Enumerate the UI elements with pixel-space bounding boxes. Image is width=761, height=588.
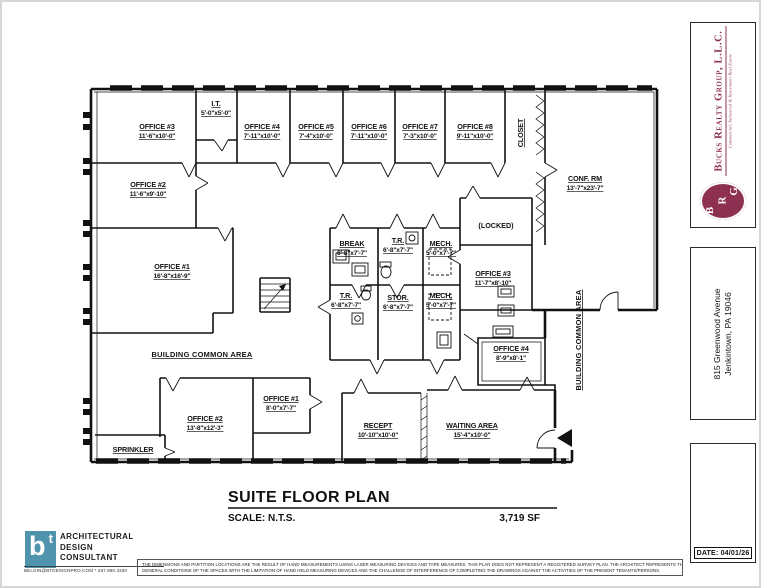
svg-text:5'-0"x5'-0": 5'-0"x5'-0": [201, 110, 231, 117]
room-label-break: BREAK: [339, 239, 365, 248]
room-label-locked: (LOCKED): [478, 221, 514, 230]
room-label-office3-mid: OFFICE #3: [475, 269, 511, 278]
svg-text:9'-11"x10'-0": 9'-11"x10'-0": [457, 133, 494, 140]
svg-text:11'-6"x9'-10": 11'-6"x9'-10": [130, 191, 167, 198]
svg-text:11'-7"x8'-10": 11'-7"x8'-10": [475, 280, 512, 287]
svg-text:7'-11"x10'-0": 7'-11"x10'-0": [351, 133, 388, 140]
room-labels: OFFICE #3 11'-6"x10'-0" I.T. 5'-0"x5'-0"…: [113, 99, 604, 454]
svg-text:8'-0"x7'-7": 8'-0"x7'-7": [266, 405, 296, 412]
project-address-line1: 815 Greenwood Avenue: [712, 288, 722, 380]
room-label-office3-top: OFFICE #3: [139, 122, 175, 131]
svg-text:6'-8"x7'-7": 6'-8"x7'-7": [337, 250, 367, 257]
svg-text:5'-0"x7'-7": 5'-0"x7'-7": [426, 250, 456, 257]
room-label-it: I.T.: [211, 99, 220, 108]
stairs-arrowhead: [279, 284, 286, 291]
company-tagline: Commercial, Industrial & Investment Real…: [725, 26, 733, 176]
room-label-sprinkler: SPRINKLER: [113, 445, 155, 454]
project-address-line2: Jenkintown, PA 19046: [723, 292, 733, 376]
consultant-title: ARCHITECTURAL DESIGN CONSULTANT: [60, 532, 134, 564]
cabinet: [497, 285, 515, 298]
interior-walls: [91, 89, 556, 462]
svg-text:13'-8"x12'-3": 13'-8"x12'-3": [187, 425, 224, 432]
svg-text:10'-10"x10'-0": 10'-10"x10'-0": [358, 432, 398, 439]
room-label-office1-bottom: OFFICE #1: [263, 394, 299, 403]
door-swings: [164, 139, 619, 457]
room-label-recept: RECEPT: [364, 421, 393, 430]
drawing-title: SUITE FLOOR PLAN: [228, 489, 390, 506]
svg-text:6'-8"x7'-7": 6'-8"x7'-7": [331, 302, 361, 309]
tr-bottom-toilet-tank: [360, 285, 372, 292]
closet-zigzag: [535, 94, 545, 156]
bt-logo-letter-t: t: [48, 531, 53, 546]
brg-letter-r: R: [716, 196, 729, 205]
bt-logo-letter-b: b: [29, 531, 46, 561]
date-stamp: DATE: 04/01/26: [694, 547, 752, 559]
room-label-office5: OFFICE #5: [298, 122, 334, 131]
tr-top-toilet-tank: [379, 261, 392, 268]
room-label-tr-top: T.R.: [392, 236, 404, 245]
tr-bottom-toilet: [361, 289, 371, 301]
room-label-mech-top: MECH.: [430, 239, 453, 248]
label-building-common-left: BUILDING COMMON AREA: [152, 350, 253, 359]
room-label-tr-bottom: T.R.: [340, 291, 352, 300]
consultant-line2: DESIGN: [60, 542, 94, 552]
company-name: Bucks Realty Group, L.L.C.: [713, 30, 725, 172]
tr-top-toilet: [380, 265, 392, 279]
room-label-mech-bottom: MECH.: [430, 291, 453, 300]
brg-letter-b: B: [704, 206, 717, 215]
room-label-conf-rm: CONF. RM: [568, 174, 602, 183]
room-label-office2-bottom: OFFICE #2: [187, 414, 223, 423]
room-label-waiting: WAITING AREA: [446, 421, 498, 430]
svg-text:11'-6"x10'-0": 11'-6"x10'-0": [139, 133, 176, 140]
room-label-office8: OFFICE #8: [457, 122, 493, 131]
svg-text:16'-8"x16'-9": 16'-8"x16'-9": [154, 273, 191, 280]
sidebar-company-box: Bucks Realty Group, L.L.C. Commercial, I…: [690, 22, 756, 228]
consultant-line1: ARCHITECTURAL: [60, 532, 134, 541]
svg-text:7'-11"x10'-0": 7'-11"x10'-0": [244, 133, 281, 140]
room-label-office4-top: OFFICE #4: [244, 122, 280, 131]
wall-hatching: [96, 85, 652, 464]
room-label-office1-left: OFFICE #1: [154, 262, 190, 271]
brg-letter-g: G: [728, 187, 741, 196]
consultant-contact: BELGIN@BTDESIGNPRO.COM * 267.980.3330: [24, 566, 164, 573]
entry-arrow: [557, 429, 572, 447]
area-value: 3,719 SF: [499, 513, 540, 524]
svg-text:7'-4"x10'-0": 7'-4"x10'-0": [299, 133, 332, 140]
disclaimer-line1: THE DIMENSIONS AND PARTITION LOCATIONS A…: [142, 562, 683, 567]
mech-bottom-unit: [428, 293, 452, 321]
svg-text:6'-8"x7'-7": 6'-8"x7'-7": [383, 247, 413, 254]
room-label-stor: STOR.: [387, 293, 408, 302]
label-building-common-right: BUILDING COMMON AREA: [574, 289, 583, 390]
svg-text:15'-4"x10'-0": 15'-4"x10'-0": [454, 432, 491, 439]
cabinet: [492, 325, 514, 338]
room-label-office2-topleft: OFFICE #2: [130, 180, 166, 189]
sidebar-address-box: 815 Greenwood Avenue Jenkintown, PA 1904…: [690, 247, 756, 420]
tr-bottom-sink: [351, 312, 364, 325]
cabinet: [497, 304, 515, 317]
svg-text:6'-8"x7'-7": 6'-8"x7'-7": [383, 304, 413, 311]
tr-top-sink: [405, 231, 419, 245]
disclaimer-line2: GENERAL CONDITIONS OF THE SPACES WITH TH…: [142, 567, 661, 573]
fixtures: [332, 231, 515, 349]
room-label-office6: OFFICE #6: [351, 122, 387, 131]
svg-text:7'-3"x10'-0": 7'-3"x10'-0": [403, 133, 436, 140]
room-label-closet: CLOSET: [516, 118, 525, 147]
svg-text:8'-9"x8'-1": 8'-9"x8'-1": [496, 355, 526, 362]
mech-top-unit: [428, 248, 452, 276]
svg-text:13'-7"x23'-7": 13'-7"x23'-7": [567, 185, 604, 192]
sidebar-date-box: DATE: 04/01/26: [690, 443, 756, 563]
room-label-office7: OFFICE #7: [402, 122, 438, 131]
bt-logo: b t: [25, 531, 56, 568]
break-appliance: [351, 262, 369, 277]
consultant-line3: CONSULTANT: [60, 553, 118, 562]
break-counter: [332, 249, 350, 264]
scale-note: SCALE: N.T.S.: [228, 513, 295, 524]
window-mullions: [83, 112, 91, 445]
room-label-office4-mid: OFFICE #4: [493, 344, 529, 353]
disclaimer-box: THE DIMENSIONS AND PARTITION LOCATIONS A…: [137, 559, 683, 576]
svg-text:5'-0"x7'-7": 5'-0"x7'-7": [426, 302, 456, 309]
title-block: SUITE FLOOR PLAN SCALE: N.T.S. 3,719 SF: [228, 489, 557, 524]
brg-logo: B R G: [700, 182, 746, 220]
